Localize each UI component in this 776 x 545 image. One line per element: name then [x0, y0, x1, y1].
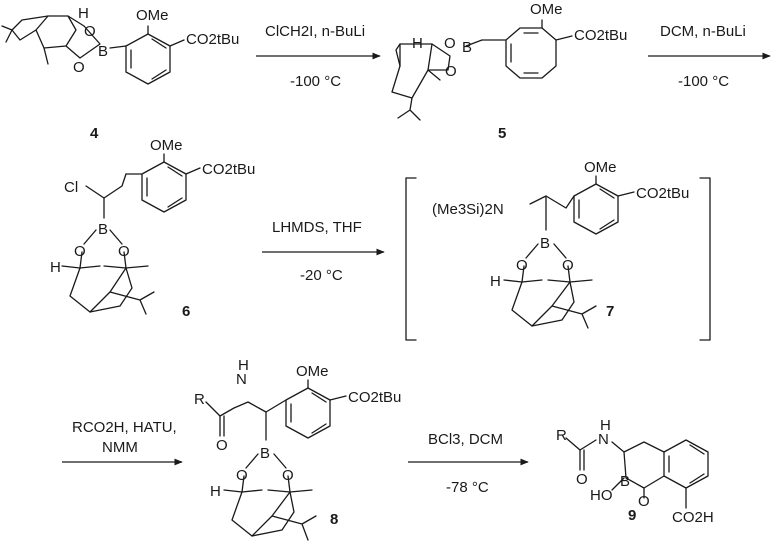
- compound-8-H: H: [210, 483, 221, 500]
- compound-6-structure: [61, 153, 201, 315]
- compound-8-carbonyl-O: O: [216, 437, 228, 454]
- compound-5-O-lower: O: [445, 63, 457, 80]
- compound-7-TMS2N: (Me3Si)2N: [432, 201, 504, 218]
- compound-9-structure: [565, 437, 709, 509]
- compound-4-structure: [1, 15, 185, 85]
- step-2-reagents: DCM, n-BuLi: [660, 23, 746, 40]
- compound-9-CO2H: CO2H: [672, 509, 714, 526]
- compound-4-CO2tBu: CO2tBu: [186, 31, 239, 48]
- compound-7-H: H: [490, 273, 501, 290]
- compound-6-O-right: O: [118, 243, 130, 260]
- compound-9-ring-O: O: [638, 493, 650, 510]
- step-4-reagents-line1: RCO2H, HATU,: [72, 419, 177, 436]
- step-1-conditions: -100 °C: [290, 73, 341, 90]
- step-3-reagents: LHMDS, THF: [272, 219, 362, 236]
- compound-9-HO: HO: [590, 487, 613, 504]
- bracket-right: [699, 177, 711, 341]
- compound-8-CO2tBu: CO2tBu: [348, 389, 401, 406]
- compound-4-label: 4: [90, 125, 99, 142]
- step-4-reagents-line2: NMM: [102, 439, 138, 456]
- compound-9-N: N: [598, 431, 609, 448]
- compound-7-label: 7: [606, 303, 614, 320]
- compound-5-B: B: [462, 39, 472, 56]
- compound-7-structure: [503, 175, 635, 329]
- compound-6-H: H: [50, 259, 61, 276]
- compound-8-B: B: [260, 445, 270, 462]
- step-2-conditions: -100 °C: [678, 73, 729, 90]
- compound-8-label: 8: [330, 511, 338, 528]
- compound-6-label: 6: [182, 303, 190, 320]
- step-3-conditions: -20 °C: [300, 267, 343, 284]
- bracket-left: [405, 177, 417, 341]
- compound-8-R: R: [194, 391, 205, 408]
- compound-6-Cl: Cl: [64, 179, 78, 196]
- compound-6-O-left: O: [74, 243, 86, 260]
- compound-5-H: H: [412, 35, 423, 52]
- compound-5-OMe: OMe: [530, 1, 563, 18]
- compound-7-O-right: O: [562, 257, 574, 274]
- compound-5-O-upper: O: [444, 35, 456, 52]
- compound-8-OMe: OMe: [296, 363, 329, 380]
- compound-4-B: B: [98, 43, 108, 60]
- compound-8-H-on-N: H: [238, 357, 249, 374]
- compound-7-CO2tBu: CO2tBu: [636, 185, 689, 202]
- compound-4-H: H: [78, 5, 89, 22]
- step-1-reagents: ClCH2I, n-BuLi: [265, 23, 365, 40]
- compound-8-O-left: O: [236, 467, 248, 484]
- compound-9-R: R: [556, 427, 567, 444]
- compound-5-CO2tBu: CO2tBu: [574, 27, 627, 44]
- compound-6-CO2tBu: CO2tBu: [202, 161, 255, 178]
- compound-8-N: N: [236, 371, 247, 388]
- compound-6-B: B: [98, 221, 108, 238]
- step-5-conditions: -78 °C: [446, 479, 489, 496]
- compound-9-H-on-N: H: [600, 417, 611, 434]
- compound-5-structure: [391, 19, 573, 121]
- compound-7-B: B: [540, 235, 550, 252]
- compound-6-OMe: OMe: [150, 137, 183, 154]
- compound-8-structure: [205, 379, 347, 541]
- step-5-reagents: BCl3, DCM: [428, 431, 503, 448]
- compound-8-O-right: O: [282, 467, 294, 484]
- compound-7-OMe: OMe: [584, 159, 617, 176]
- compound-9-carbonyl-O: O: [576, 471, 588, 488]
- compound-4-OMe: OMe: [136, 7, 169, 24]
- compound-9-label: 9: [628, 507, 636, 524]
- compound-4-O-lower: O: [73, 59, 85, 76]
- compound-7-O-left: O: [516, 257, 528, 274]
- compound-5-label: 5: [498, 125, 506, 142]
- compound-4-O-upper: O: [84, 23, 96, 40]
- compound-9-B: B: [620, 473, 630, 490]
